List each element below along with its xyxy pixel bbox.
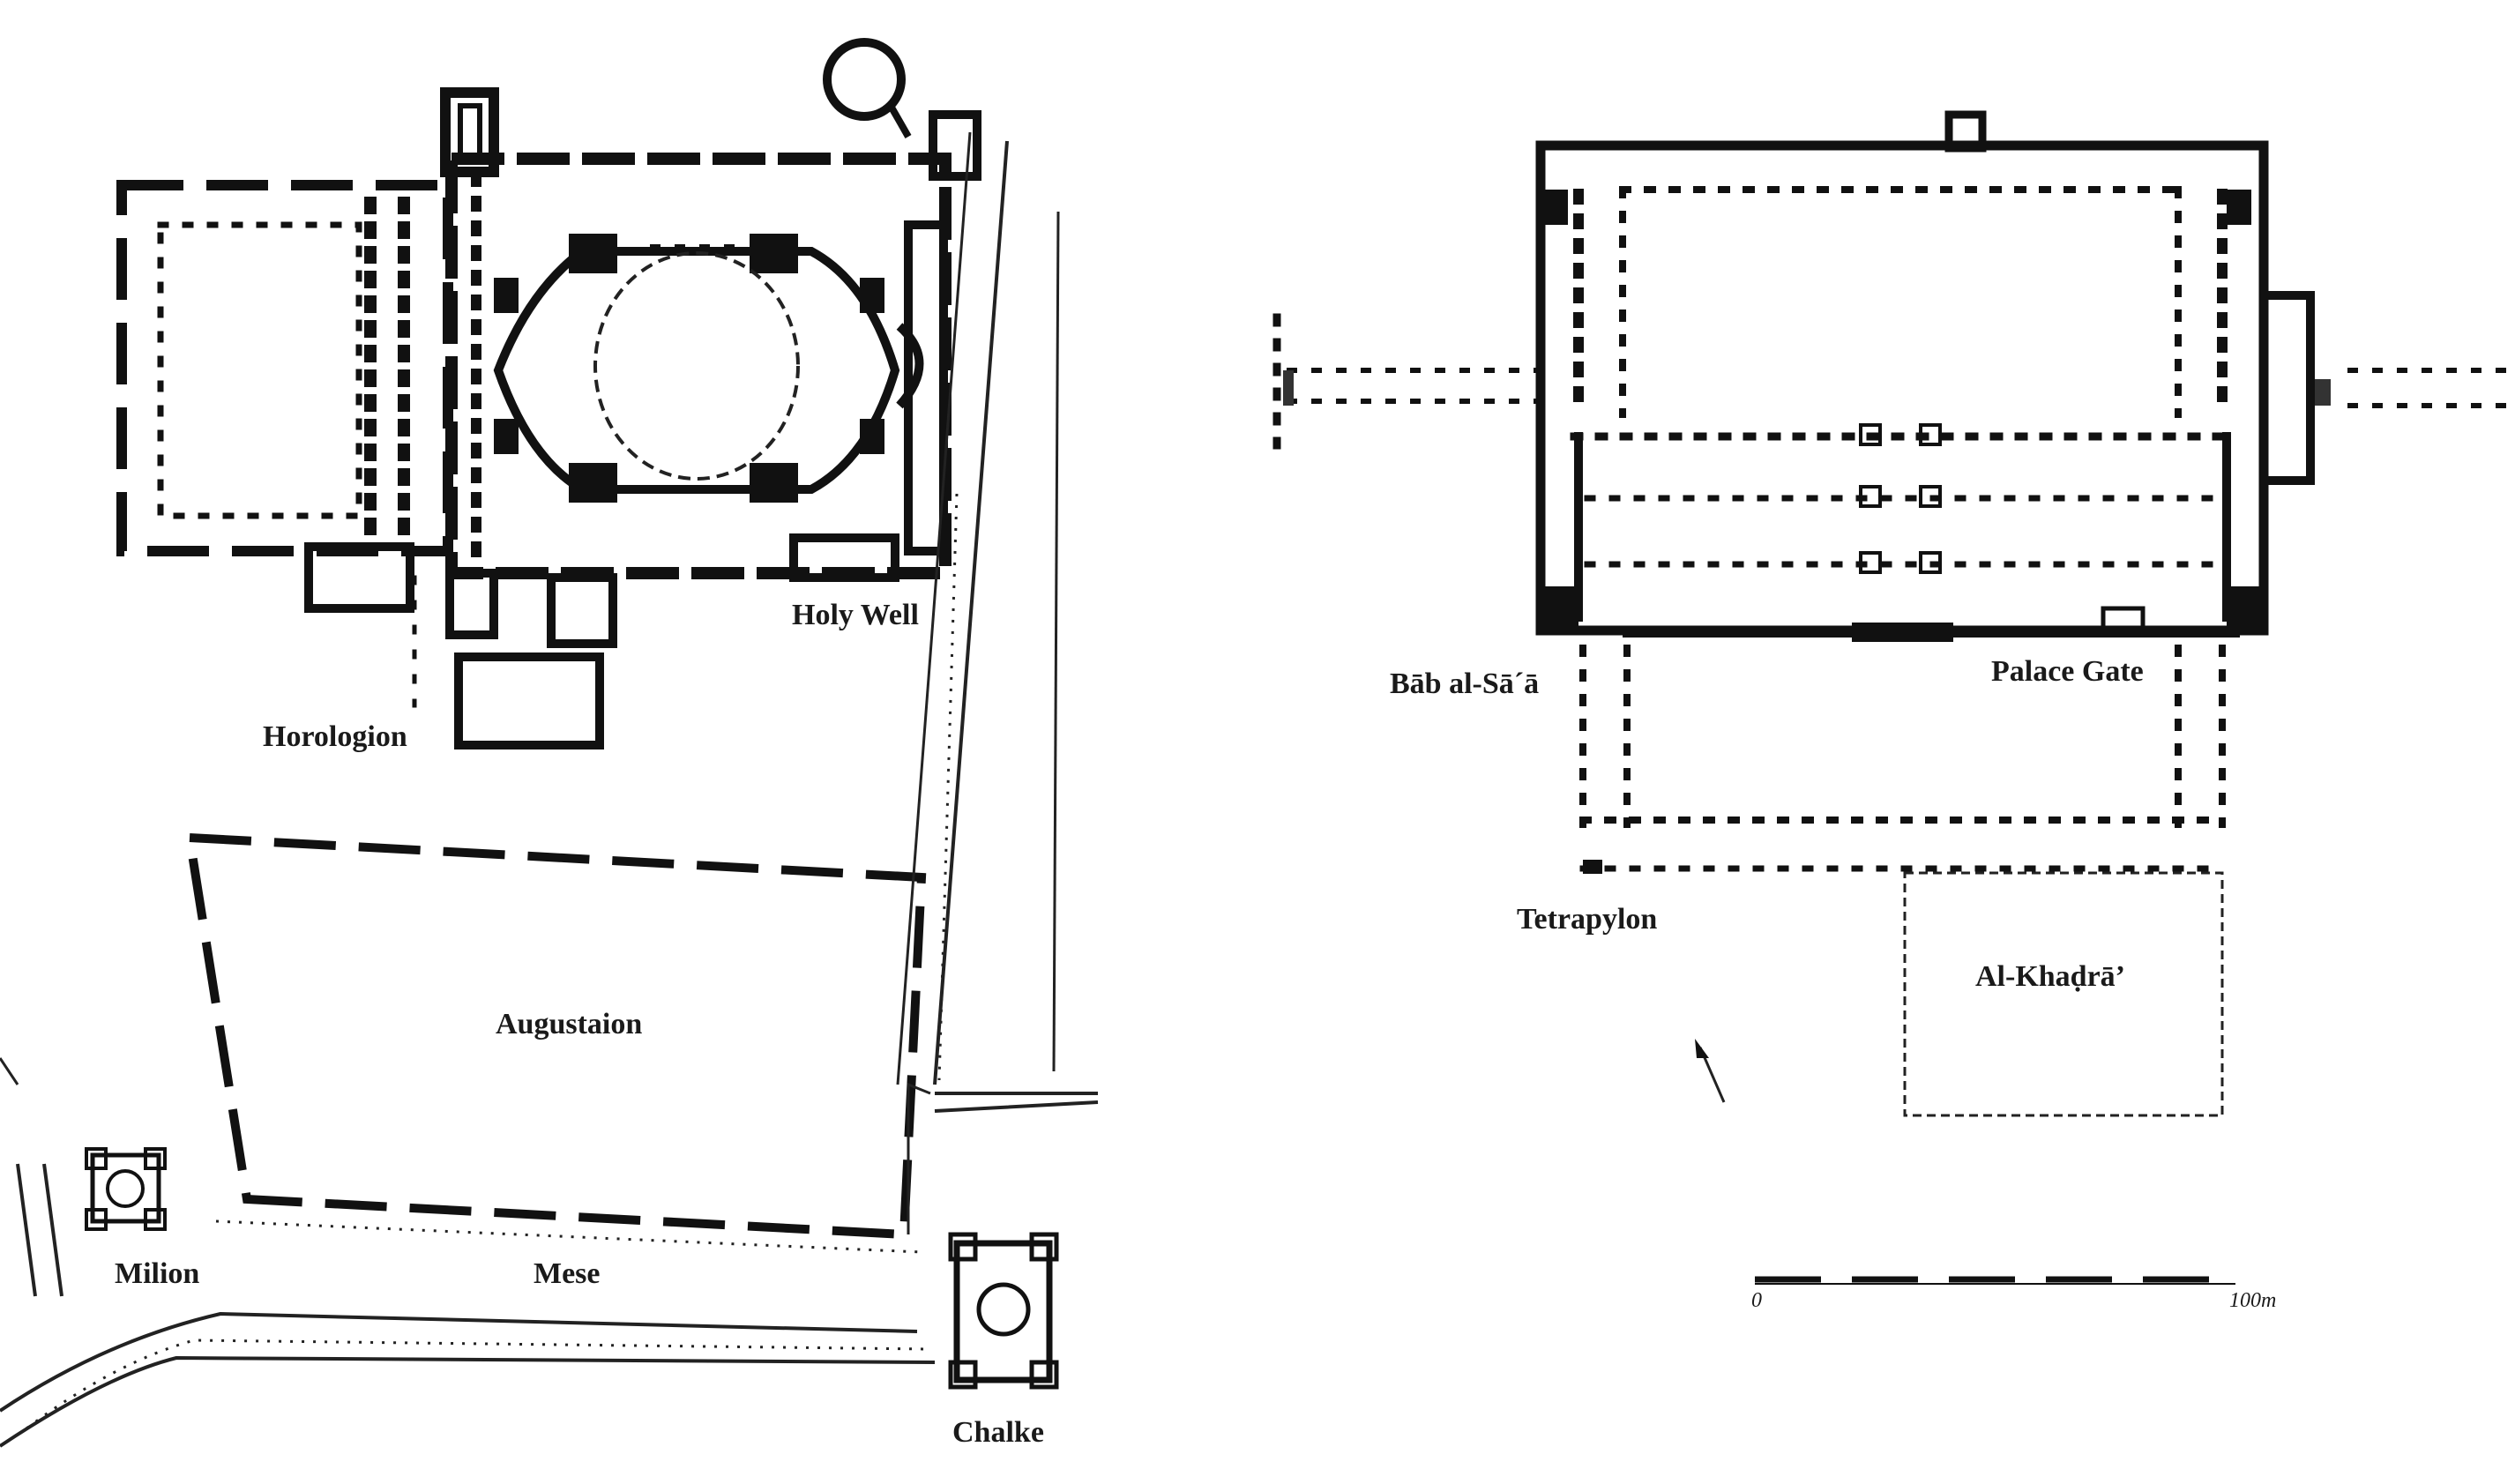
mosque-enclosure (1535, 110, 2269, 642)
horologion-label: Horologion (263, 720, 407, 753)
left-plan: Holy Well Horologion Augustaion Milion M… (0, 38, 1099, 1449)
scale-bar (1755, 1276, 2235, 1285)
palace-gate-label: Palace Gate (1991, 655, 2144, 688)
mese-label: Mese (534, 1257, 601, 1290)
east-colonnade (2315, 368, 2515, 408)
mese-street (0, 1057, 936, 1448)
chalke-label: Chalke (952, 1416, 1044, 1449)
west-colonnade (1272, 313, 1555, 450)
tetrapylon-label: Tetrapylon (1517, 903, 1657, 936)
south-forecourt (1579, 645, 2226, 874)
east-street (896, 131, 1099, 1234)
atrium (116, 180, 453, 556)
augustaion-square (184, 832, 927, 1254)
north-arrow-icon (1695, 1039, 1726, 1103)
augustaion-label: Augustaion (496, 1008, 642, 1040)
hagia-sophia-church (304, 38, 981, 749)
chalke-gate (948, 1232, 1059, 1390)
holy-well-label: Holy Well (792, 599, 919, 631)
al-khadra-label: Al-Khaḍrā’ (1975, 960, 2125, 993)
bab-al-saa-label: Bāb al-Sā´ā (1390, 667, 1539, 700)
scale-start-label: 0 (1751, 1289, 1762, 1312)
east-annex (2264, 291, 2315, 485)
right-plan: 0 100m Bāb al-Sā´ā Palace Gate Tetrapylo… (1272, 110, 2515, 1312)
al-khadra-palace (1903, 871, 2224, 1117)
milion-monument (85, 1147, 167, 1231)
milion-label: Milion (115, 1257, 199, 1290)
scale-end-label: 100m (2229, 1289, 2276, 1312)
